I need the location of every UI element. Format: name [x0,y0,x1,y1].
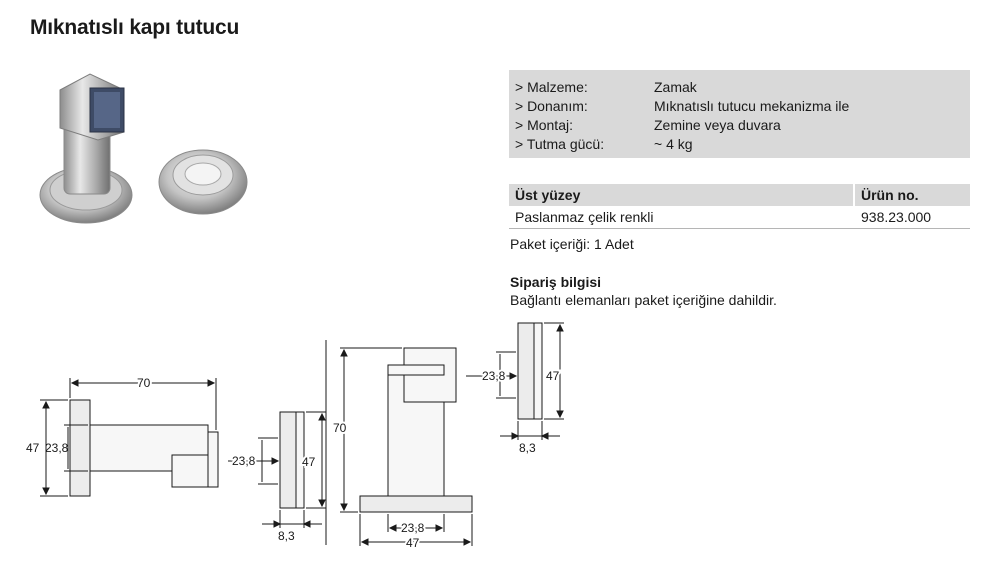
package-contents: Paket içeriği: 1 Adet [510,236,634,252]
header-article-no: Ürün no. [853,184,970,206]
spec-value: Zamak [654,79,697,95]
dim-8-3-mid: 8,3 [278,529,295,543]
table-header: Üst yüzey Ürün no. [509,184,970,206]
specs-panel: > Malzeme: Zamak > Donanım: Mıknatıslı t… [509,70,970,158]
page-title: Mıknatıslı kapı tutucu [30,16,240,39]
order-info-text: Bağlantı elemanları paket içeriğine dahi… [510,292,777,308]
dim-23-8-left: 23,8 [45,441,69,455]
spec-row-material: > Malzeme: Zamak [515,78,970,97]
spec-value: Zemine veya duvara [654,117,781,133]
dim-23-8-mid: 23,8 [232,454,256,468]
spec-row-mounting: > Montaj: Zemine veya duvara [515,116,970,135]
cell-article-no: 938.23.000 [853,206,970,228]
dim-23-8-right: 23,8 [482,369,506,383]
dim-70-side: 70 [333,421,347,435]
header-surface: Üst yüzey [515,187,581,203]
dim-47-bottom: 47 [406,536,420,550]
dim-23-8-bottom: 23,8 [401,521,425,535]
dim-70-top: 70 [137,376,151,390]
spec-label: > Montaj: [515,117,573,133]
dim-47-right: 47 [546,369,560,383]
spec-label: > Tutma gücü: [515,136,605,152]
dim-47-left: 47 [26,441,40,455]
spec-label: > Donanım: [515,98,588,114]
product-photo [39,73,248,224]
spec-row-hardware: > Donanım: Mıknatıslı tutucu mekanizma i… [515,97,970,116]
order-info-title: Sipariş bilgisi [510,274,602,290]
spec-row-holding-force: > Tutma gücü: ~ 4 kg [515,135,970,154]
table-row: Paslanmaz çelik renkli 938.23.000 [509,206,970,229]
dim-47-mid: 47 [302,455,316,469]
cell-surface: Paslanmaz çelik renkli [515,209,654,225]
dim-8-3-right: 8,3 [519,441,536,455]
spec-label: > Malzeme: [515,79,588,95]
spec-value: ~ 4 kg [654,136,693,152]
spec-value: Mıknatıslı tutucu mekanizma ile [654,98,850,114]
finish-table: Üst yüzey Ürün no. Paslanmaz çelik renkl… [509,184,970,229]
